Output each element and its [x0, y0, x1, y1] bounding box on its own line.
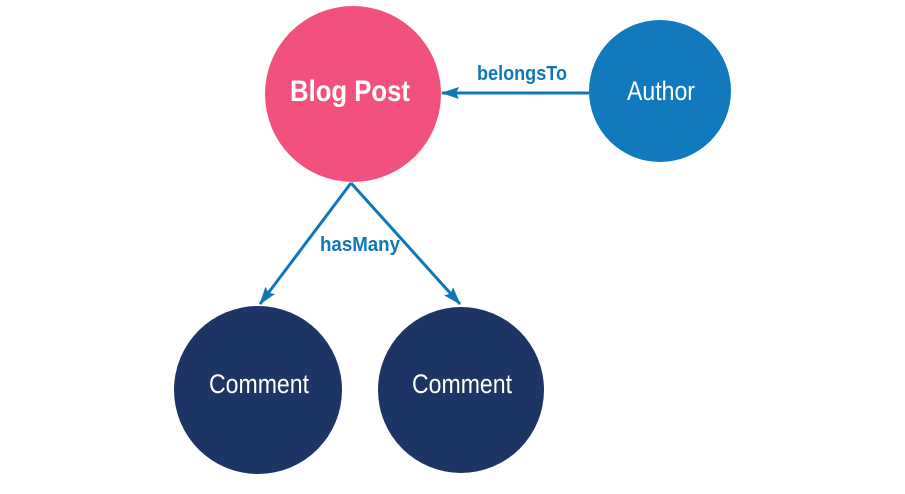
node-blog-post-label: Blog Post [290, 75, 410, 108]
node-blog-post [265, 6, 441, 182]
edge-label-has-many: hasMany [320, 234, 401, 256]
node-comment-right [378, 307, 544, 473]
node-author [589, 20, 731, 162]
node-comment-right-label: Comment [412, 369, 512, 399]
edge-has-many-arrow-left [258, 182, 353, 305]
node-author-label: Author [627, 76, 695, 106]
node-comment-left [174, 306, 342, 474]
node-comment-left-label: Comment [209, 369, 309, 399]
edge-label-belongs-to: belongsTo [477, 63, 567, 85]
edge-has-many-arrow-right [349, 181, 462, 306]
